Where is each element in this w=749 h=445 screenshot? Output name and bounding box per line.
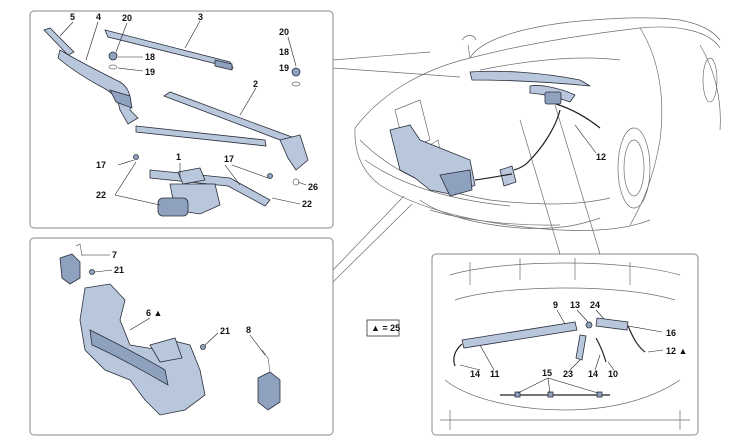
label-22-right: 22 [302, 199, 312, 209]
washer-parts [59, 243, 281, 416]
label-13: 13 [570, 300, 580, 310]
washer-tank [79, 283, 206, 416]
zoom-lines [332, 51, 601, 283]
washer-leaders [82, 254, 266, 356]
label-19-right: 19 [279, 63, 289, 73]
label-24: 24 [590, 300, 600, 310]
wiper-arm [57, 49, 139, 125]
label-17-left: 17 [96, 160, 106, 170]
wiper-blade [104, 29, 234, 69]
label-20-left: 20 [122, 13, 132, 23]
label-6: 6 ▲ [146, 308, 162, 318]
label-22-left: 22 [96, 190, 106, 200]
wiper-parts [43, 27, 309, 217]
horn-left [59, 253, 81, 285]
hose-leaders [459, 309, 664, 394]
installed-parts [389, 70, 601, 197]
wiper-leaders [59, 20, 307, 206]
car-outline [354, 17, 721, 231]
label-1: 1 [176, 152, 181, 162]
label-12-car: 12 [596, 152, 606, 162]
label-17-right: 17 [224, 154, 234, 164]
label-12-triangle: 12 ▲ [666, 346, 687, 356]
legend-text: ▲ = 25 [371, 323, 400, 333]
label-19-left: 19 [145, 67, 155, 77]
horn-right [257, 371, 281, 411]
label-23: 23 [563, 369, 573, 379]
label-16: 16 [666, 328, 676, 338]
label-10: 10 [608, 369, 618, 379]
label-21-right: 21 [220, 326, 230, 336]
label-8: 8 [246, 325, 251, 335]
label-21-left: 21 [114, 265, 124, 275]
label-14-right: 14 [588, 369, 598, 379]
label-20-right: 20 [279, 27, 289, 37]
label-5: 5 [70, 12, 75, 22]
label-4: 4 [96, 12, 101, 22]
label-26: 26 [308, 182, 318, 192]
legend-box [366, 319, 400, 337]
hose-panel-background [440, 258, 690, 430]
label-18-right: 18 [279, 47, 289, 57]
label-18-left: 18 [145, 52, 155, 62]
hose-parts [453, 317, 646, 398]
label-9: 9 [553, 300, 558, 310]
wiper-assembly-panel [29, 10, 334, 229]
label-11: 11 [490, 369, 500, 379]
label-2: 2 [253, 79, 258, 89]
label-7: 7 [112, 250, 117, 260]
hose-panel [431, 253, 699, 436]
washer-hose-long [461, 321, 578, 349]
label-15: 15 [542, 368, 552, 378]
label-14-left: 14 [470, 369, 480, 379]
label-3: 3 [198, 12, 203, 22]
